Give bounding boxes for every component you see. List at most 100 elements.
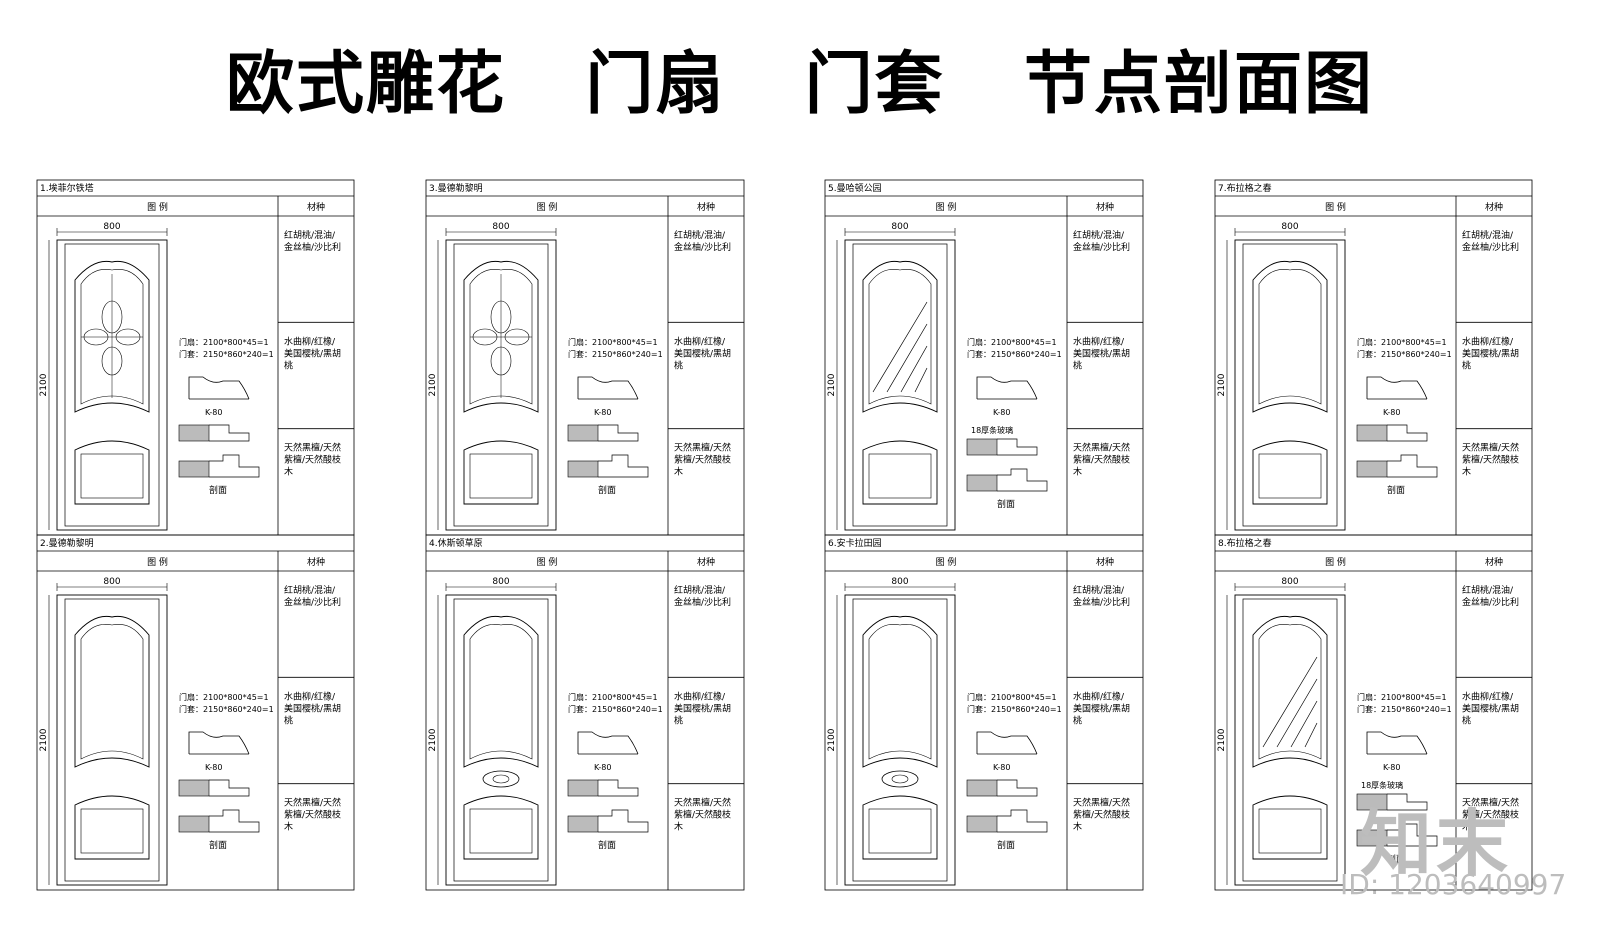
panel-frame [425, 534, 745, 891]
upper-panel [1252, 260, 1328, 413]
profile-label: K-80 [594, 763, 611, 772]
upper-panel-inset [1258, 624, 1322, 760]
material-cell: 天然黑檀/天然 [674, 442, 731, 454]
dim-width: 800 [1281, 222, 1298, 232]
frame-spec: 门套：2150*860*240=1 [967, 349, 1062, 359]
material-cell: 天然黑檀/天然 [1073, 797, 1130, 809]
upper-panel [74, 260, 150, 413]
material-cell: 红胡桃/混油/ [674, 584, 726, 596]
material-cell: 木 [1073, 466, 1082, 478]
lower-panel-inset [868, 453, 932, 499]
door-panel-8: 8.布拉格之春图 例材种红胡桃/混油/金丝柚/沙比利水曲柳/红橡/美国樱桃/黑胡… [1214, 534, 1533, 891]
door-panel-2: 2.曼德勒黎明图 例材种红胡桃/混油/金丝柚/沙比利水曲柳/红橡/美国樱桃/黑胡… [36, 534, 355, 891]
section-hatch [178, 779, 210, 797]
material-cell: 木 [1073, 821, 1082, 833]
material-cell: 金丝柚/沙比利 [1073, 241, 1130, 253]
material-cell: 桃 [284, 359, 293, 371]
lower-panel-inset [80, 808, 144, 854]
profile-label: K-80 [993, 763, 1010, 772]
section-hatch [1356, 424, 1388, 442]
material-cell: 木 [284, 821, 293, 833]
dim-height: 2100 [39, 373, 49, 396]
lower-panel-inset [1258, 453, 1322, 499]
material-cell: 木 [674, 466, 683, 478]
material-cell: 金丝柚/沙比利 [284, 596, 341, 608]
material-cell: 紫檀/天然酸枝 [284, 809, 341, 821]
door-panel-1: 1.埃菲尔铁塔图 例材种红胡桃/混油/金丝柚/沙比利水曲柳/红橡/美国樱桃/黑胡… [36, 179, 355, 536]
door-frame [445, 594, 557, 886]
lower-panel [74, 795, 150, 860]
carved-medallion [492, 774, 510, 784]
profile-label: K-80 [1383, 408, 1400, 417]
material-cell: 桃 [1462, 714, 1471, 726]
dim-width: 800 [1281, 577, 1298, 587]
leaf-spec: 门扇：2100*800*45=1 [1357, 692, 1447, 702]
section-profile [997, 438, 1038, 456]
upper-panel [862, 615, 938, 768]
material-cell: 木 [284, 466, 293, 478]
door-leaf [852, 243, 948, 527]
material-header: 材种 [697, 201, 715, 213]
lower-panel-inset [868, 808, 932, 854]
k80-profile [188, 376, 250, 400]
door-leaf [1242, 598, 1338, 882]
section-hatch [966, 815, 998, 833]
material-cell: 桃 [1462, 359, 1471, 371]
leaf-spec: 门扇：2100*800*45=1 [1357, 337, 1447, 347]
k80-profile [976, 376, 1038, 400]
lower-panel [862, 795, 938, 860]
section-hatch [567, 815, 599, 833]
dim-height: 2100 [827, 728, 837, 751]
door-panel-5: 5.曼哈顿公园图 例材种红胡桃/混油/金丝柚/沙比利水曲柳/红橡/美国樱桃/黑胡… [824, 179, 1144, 536]
section-profile [209, 454, 260, 478]
section-hatch [966, 438, 998, 456]
frame-spec: 门套：2150*860*240=1 [179, 349, 274, 359]
material-cell: 红胡桃/混油/ [284, 229, 336, 241]
section-label: 剖面 [1387, 484, 1405, 496]
profile-label: K-80 [993, 408, 1010, 417]
panel-title: 8.布拉格之春 [1218, 537, 1272, 549]
material-cell: 紫檀/天然酸枝 [674, 809, 731, 821]
upper-panel [463, 260, 539, 413]
lower-panel-inset [469, 808, 533, 854]
material-cell: 水曲柳/红橡/ [1073, 690, 1125, 702]
material-cell: 木 [674, 821, 683, 833]
watermark-logo: 知末 [1360, 802, 1513, 886]
dim-width: 800 [492, 222, 509, 232]
panel-title: 6.安卡拉田园 [828, 537, 882, 549]
frame-spec: 门套：2150*860*240=1 [568, 349, 663, 359]
material-cell: 红胡桃/混油/ [1462, 584, 1514, 596]
panel-title: 2.曼德勒黎明 [40, 537, 94, 549]
material-cell: 紫檀/天然酸枝 [1073, 809, 1130, 821]
leaf-spec: 门扇：2100*800*45=1 [967, 692, 1057, 702]
section-profile [1387, 424, 1428, 442]
lower-panel [1252, 795, 1328, 860]
door-panel-3: 3.曼德勒黎明图 例材种红胡桃/混油/金丝柚/沙比利水曲柳/红橡/美国樱桃/黑胡… [425, 179, 745, 536]
panel-title: 7.布拉格之春 [1218, 182, 1272, 194]
section-hatch [1356, 793, 1388, 811]
section-profile [209, 809, 260, 833]
upper-panel-inset [868, 624, 932, 760]
door-frame [1234, 594, 1346, 886]
upper-panel-inset [1258, 269, 1322, 405]
material-cell: 桃 [674, 359, 683, 371]
k80-profile [188, 731, 250, 755]
door-leaf [852, 598, 948, 882]
panel-title: 3.曼德勒黎明 [429, 182, 483, 194]
dim-width: 800 [103, 222, 120, 232]
door-panel-7: 7.布拉格之春图 例材种红胡桃/混油/金丝柚/沙比利水曲柳/红橡/美国樱桃/黑胡… [1214, 179, 1533, 536]
dim-width: 800 [103, 577, 120, 587]
frame-spec: 门套：2150*860*240=1 [1357, 704, 1452, 714]
material-cell: 紫檀/天然酸枝 [1462, 454, 1519, 466]
material-cell: 水曲柳/红橡/ [674, 335, 726, 347]
material-cell: 金丝柚/沙比利 [1073, 596, 1130, 608]
legend-header: 图 例 [537, 201, 558, 213]
door-frame [56, 239, 168, 531]
section-label: 剖面 [209, 839, 227, 851]
material-cell: 桃 [284, 714, 293, 726]
section-label: 剖面 [598, 484, 616, 496]
material-cell: 美国樱桃/黑胡 [284, 347, 341, 359]
panel-frame [1214, 534, 1533, 891]
glass-label: 18厚条玻璃 [1361, 780, 1403, 790]
legend-header: 图 例 [537, 556, 558, 568]
